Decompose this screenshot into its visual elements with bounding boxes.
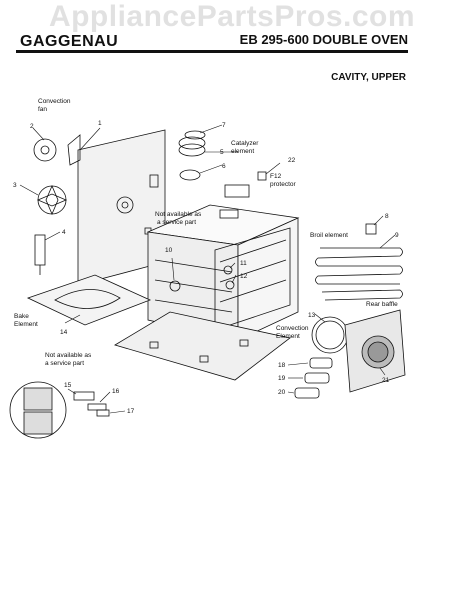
part-number-21: 21 (382, 377, 390, 384)
part-number-13: 13 (308, 312, 316, 319)
part-number-16: 16 (112, 388, 120, 395)
label-f12: F12 (270, 173, 282, 180)
part-number-18: 18 (278, 362, 286, 369)
label-catalyzer: Catalyzer (231, 140, 259, 147)
part-number-6: 6 (222, 163, 226, 170)
part-number-19: 19 (278, 375, 286, 382)
rack-support (225, 280, 235, 290)
part-number-17: 17 (127, 408, 135, 415)
label-convection-fan-2: fan (38, 106, 47, 113)
label-not-available-top: Not available as (155, 211, 202, 218)
part-number-12: 12 (240, 273, 248, 280)
part-number-14: 14 (60, 329, 68, 336)
convection-element (311, 316, 349, 354)
part-number-2: 2 (30, 123, 34, 130)
part-number-1: 1 (98, 120, 102, 127)
fan-bracket (67, 134, 81, 166)
label-rear-baffle: Rear baffle (366, 301, 398, 308)
leader-lines (19, 124, 396, 414)
hinge-pin (87, 403, 107, 411)
part-number-8: 8 (385, 213, 389, 220)
part-number-7: 7 (222, 122, 226, 129)
oven-light (169, 280, 181, 292)
part-number-20: 20 (278, 389, 286, 396)
floor-plate (114, 311, 291, 381)
hinge-clip (96, 409, 110, 417)
label-convection-element-2: Element (276, 333, 300, 340)
label-convection-fan: Convection (38, 98, 71, 105)
fan-shroud (33, 138, 57, 162)
section-title: CAVITY, UPPER (331, 72, 406, 83)
back-panel (77, 129, 166, 286)
brand-logo: GAGGENAU (20, 33, 119, 50)
fan-motor-mount (34, 234, 46, 275)
gasket-20 (294, 387, 320, 399)
broil-clip (365, 223, 377, 235)
part-number-9: 9 (395, 232, 399, 239)
oven-inset (9, 381, 67, 439)
part-number-5: 5 (220, 149, 224, 156)
label-convection-element: Convection (276, 325, 309, 332)
f12-protector (257, 171, 267, 181)
label-not-available-top-2: a service part (157, 219, 196, 226)
part-number-15: 15 (64, 382, 72, 389)
convection-fan (36, 184, 68, 216)
label-not-available-bottom-2: a service part (45, 360, 84, 367)
label-f12-2: protector (270, 181, 296, 188)
hinge-bracket (73, 391, 95, 401)
gasket-18 (309, 357, 333, 369)
gasket-19 (304, 372, 330, 384)
light-lens (223, 265, 233, 275)
part-number-3: 3 (13, 182, 17, 189)
part-number-10: 10 (165, 247, 173, 254)
header-rule (16, 50, 408, 53)
part-number-4: 4 (62, 229, 66, 236)
model-title: EB 295-600 DOUBLE OVEN (239, 32, 408, 47)
label-broil: Broil element (310, 232, 348, 239)
label-not-available-bottom: Not available as (45, 352, 92, 359)
label-bake-2: Element (14, 321, 38, 328)
rear-baffle (344, 309, 406, 393)
broil-element (315, 247, 403, 301)
label-bake: Bake (14, 313, 29, 320)
part-number-11: 11 (240, 260, 247, 267)
part-number-22: 22 (288, 157, 296, 164)
catalyzer-cover (184, 130, 206, 140)
bake-element (26, 274, 152, 326)
label-catalyzer-2: element (231, 148, 254, 155)
catalyzer-element (178, 136, 206, 181)
